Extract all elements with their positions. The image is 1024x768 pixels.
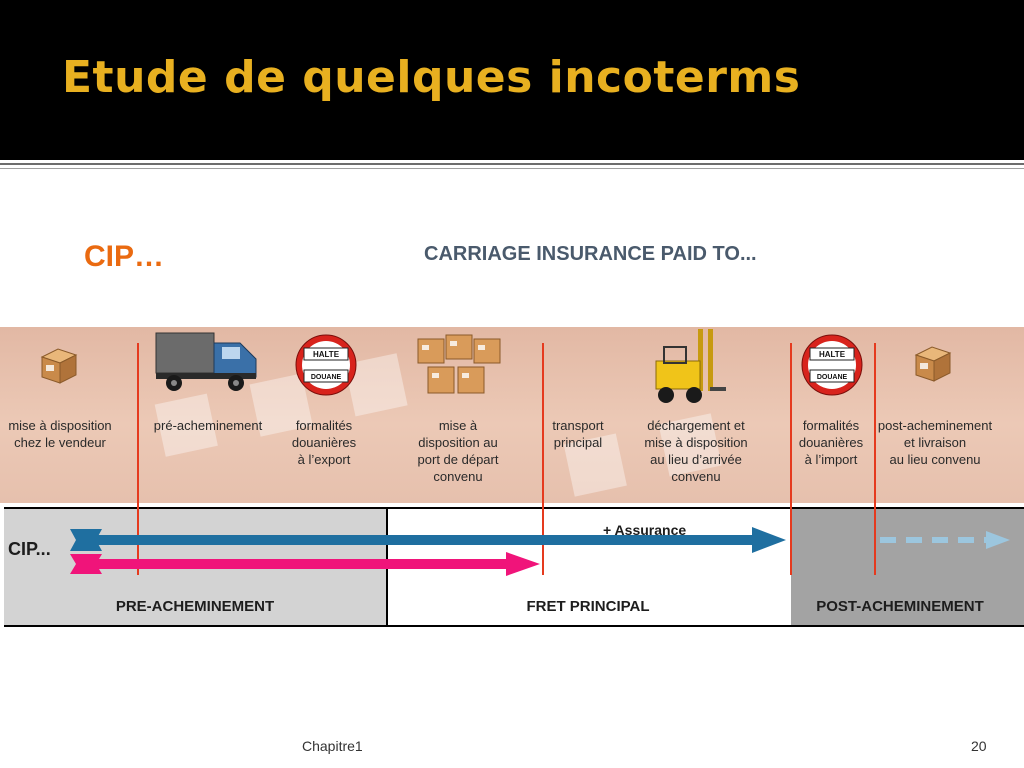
sign-text-top: HALTE — [819, 350, 846, 359]
page-number: 20 — [971, 738, 987, 754]
insurance-label: + Assurance — [603, 522, 687, 538]
zone-label-fret: FRET PRINCIPAL — [526, 598, 650, 615]
sign-text-bottom: DOUANE — [311, 374, 342, 381]
title-bar: Etude de quelques incoterms — [0, 0, 1024, 160]
truck-icon — [155, 332, 257, 391]
sign-text-top: HALTE — [313, 350, 340, 359]
incoterm-full-name: CARRIAGE INSURANCE PAID TO... — [424, 243, 757, 265]
transfer-arrows — [70, 527, 1010, 576]
slide-title: Etude de quelques incoterms — [62, 52, 801, 103]
row-label-cip: CIP... — [8, 539, 51, 559]
step-divider — [137, 343, 139, 575]
boxes-icon — [417, 334, 501, 394]
step-divider — [542, 343, 544, 575]
risk-transfer-arrow — [70, 552, 540, 576]
forklift-icon — [655, 329, 726, 403]
zone-post-acheminement — [791, 507, 1024, 627]
box-icon — [914, 346, 952, 382]
header-rule — [0, 163, 1024, 165]
sign-text-bottom: DOUANE — [817, 374, 848, 381]
zone-label-post: POST-ACHEMINEMENT — [816, 598, 984, 615]
header-rule-thin — [0, 168, 1024, 169]
steps-panel: ■ ■ ■ ■ ■ HALTE DOUANE — [0, 327, 1024, 528]
box-icon — [40, 348, 78, 384]
dashed-continuation-arrow — [880, 531, 1010, 549]
step-divider — [790, 343, 792, 575]
step-divider — [874, 343, 876, 575]
step-label: pré-acheminement — [153, 418, 263, 433]
halte-douane-sign-icon: HALTE DOUANE — [295, 334, 357, 396]
incoterm-diagram: ■ ■ ■ ■ ■ HALTE DOUANE — [0, 327, 1024, 627]
cip-heading: CIP… — [84, 240, 165, 273]
footer-chapter: Chapitre1 — [302, 738, 363, 754]
zone-label-pre: PRE-ACHEMINEMENT — [115, 598, 275, 615]
halte-douane-sign-icon: HALTE DOUANE — [801, 334, 863, 396]
cost-transfer-arrow — [70, 527, 786, 553]
